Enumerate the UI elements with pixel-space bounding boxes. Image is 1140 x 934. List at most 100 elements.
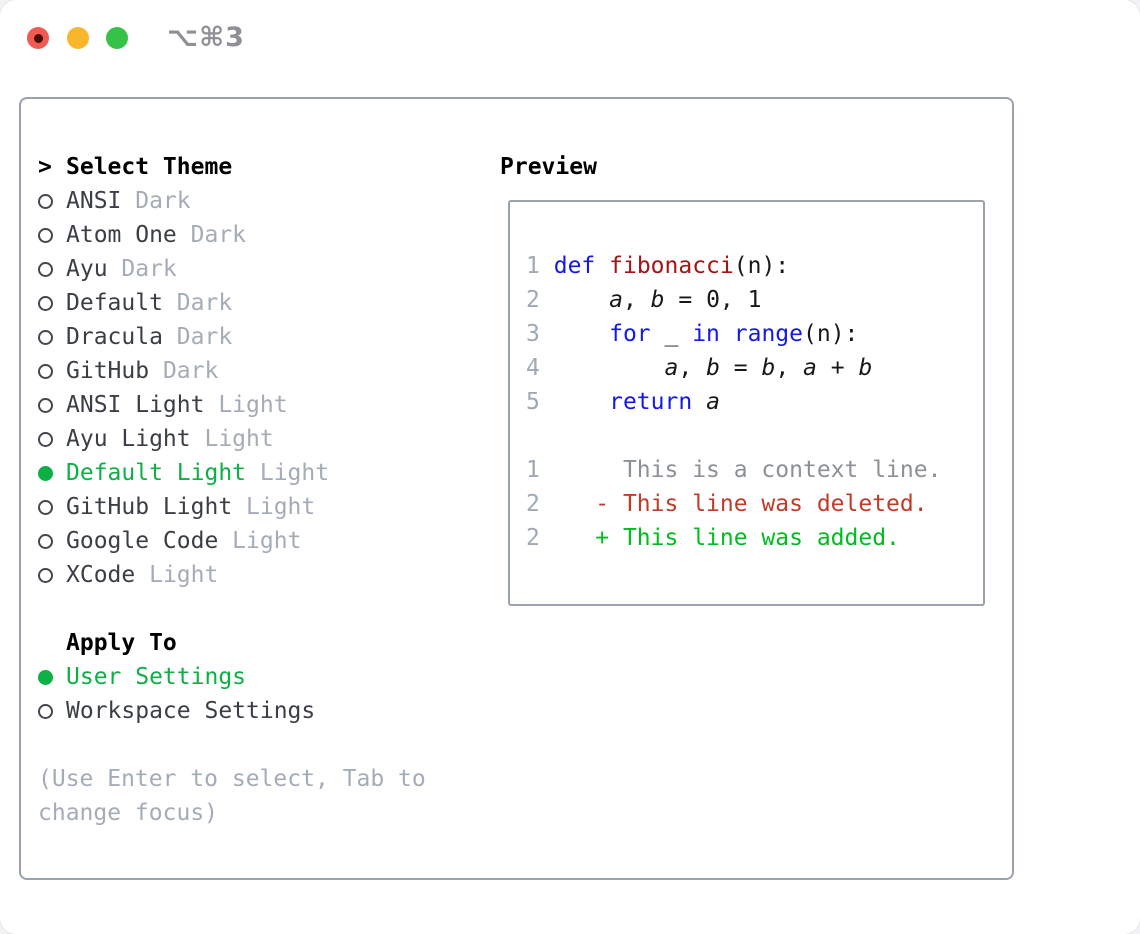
radio-icon xyxy=(38,567,53,583)
keyword-token: range xyxy=(733,321,804,347)
theme-option[interactable]: Google Code Light xyxy=(38,524,478,558)
code-line: 2 a, b = 0, 1 xyxy=(526,283,983,317)
theme-variant: Dark xyxy=(121,188,191,214)
theme-option[interactable]: XCode Light xyxy=(38,558,478,592)
theme-variant: Light xyxy=(232,494,316,520)
line-number: 3 xyxy=(526,321,540,347)
line-number: 1 xyxy=(526,253,540,279)
theme-option[interactable]: Atom One Dark xyxy=(38,218,478,252)
apply-to-header: Apply To xyxy=(38,626,478,660)
code-token: (n): xyxy=(803,321,859,347)
minimize-button[interactable] xyxy=(67,27,89,49)
theme-option[interactable]: Ayu Light Light xyxy=(38,422,478,456)
theme-option[interactable]: GitHub Dark xyxy=(38,354,478,388)
theme-option[interactable]: ANSI Dark xyxy=(38,184,478,218)
variable-token: a xyxy=(609,287,623,313)
code-line: 5 return a xyxy=(526,385,983,419)
apply-to-label: User Settings xyxy=(66,664,247,690)
theme-option[interactable]: Ayu Dark xyxy=(38,252,478,286)
select-theme-header: > Select Theme xyxy=(38,150,478,184)
keyword-token: def xyxy=(553,253,596,279)
code-token: (n): xyxy=(733,253,790,279)
code-token: = 0, 1 xyxy=(664,287,762,313)
theme-name: Default xyxy=(66,290,163,316)
theme-name: Default Light xyxy=(66,460,247,486)
spacer xyxy=(38,592,478,626)
variable-token: a xyxy=(803,355,817,381)
apply-to-option[interactable]: Workspace Settings xyxy=(38,694,478,728)
variable-token: a xyxy=(664,355,679,381)
theme-variant: Dark xyxy=(176,222,247,248)
code-token: , xyxy=(622,287,651,313)
theme-name: Ayu Light xyxy=(66,426,191,452)
radio-icon xyxy=(38,227,53,243)
theme-variant: Dark xyxy=(149,358,219,384)
window-title: ⌥⌘3 xyxy=(167,22,245,53)
blank-line xyxy=(526,419,983,453)
theme-variant: Light xyxy=(135,562,219,588)
apply-to-option[interactable]: User Settings xyxy=(38,660,478,694)
code-token xyxy=(554,355,665,381)
diff-deleted-text: - This line was deleted. xyxy=(553,491,928,517)
code-token: + xyxy=(816,355,859,381)
theme-name: ANSI Light xyxy=(66,392,205,418)
keyword-token: return xyxy=(609,389,693,415)
code-token: = xyxy=(719,355,762,381)
line-number: 2 xyxy=(526,287,540,313)
keyword-token: in xyxy=(692,321,720,347)
variable-token: b xyxy=(650,287,665,313)
theme-option[interactable]: Default Dark xyxy=(38,286,478,320)
caret-icon: > xyxy=(38,154,52,180)
diff-context-text: This is a context line. xyxy=(553,457,942,483)
code-token: _ xyxy=(650,321,693,347)
code-line: 3 for _ in range(n): xyxy=(526,317,983,351)
radio-icon xyxy=(38,533,53,549)
variable-token: a xyxy=(706,389,720,415)
theme-variant: Light xyxy=(218,528,302,554)
keyword-token: for xyxy=(609,321,651,347)
theme-variant: Dark xyxy=(162,290,233,316)
radio-icon xyxy=(38,397,53,413)
code-line: 1 def fibonacci(n): xyxy=(526,249,983,283)
radio-icon xyxy=(38,193,53,209)
line-number: 4 xyxy=(526,355,540,381)
theme-variant: Light xyxy=(204,392,288,418)
hint-text: (Use Enter to select, Tab to change focu… xyxy=(38,766,426,826)
preview-title: Preview xyxy=(500,154,597,180)
zoom-button[interactable] xyxy=(106,27,128,49)
theme-option[interactable]: ANSI Light Light xyxy=(38,388,478,422)
theme-name: GitHub Light xyxy=(66,494,233,520)
theme-option[interactable]: Default Light Light xyxy=(38,456,478,490)
line-number: 5 xyxy=(526,389,540,415)
theme-option[interactable]: GitHub Light Light xyxy=(38,490,478,524)
code-token: , xyxy=(678,355,707,381)
close-button[interactable] xyxy=(27,27,49,49)
code-token xyxy=(720,321,734,347)
theme-option[interactable]: Dracula Dark xyxy=(38,320,478,354)
theme-name: ANSI xyxy=(66,188,122,214)
diff-line-added: 2 + This line was added. xyxy=(526,521,983,555)
theme-variant: Dark xyxy=(162,324,233,350)
code-token xyxy=(554,321,609,347)
theme-variant: Light xyxy=(246,460,330,486)
variable-token: b xyxy=(761,355,776,381)
spacer xyxy=(38,728,478,762)
radio-icon xyxy=(38,295,53,311)
close-dot-icon xyxy=(33,33,43,43)
radio-icon xyxy=(38,703,53,719)
line-number: 2 xyxy=(526,491,540,517)
diff-line-context: 1 This is a context line. xyxy=(526,453,983,487)
apply-to-label: Workspace Settings xyxy=(66,698,316,724)
function-token: fibonacci xyxy=(609,253,734,279)
theme-name: Ayu xyxy=(66,256,108,282)
radio-icon xyxy=(38,499,53,515)
radio-icon xyxy=(38,363,53,379)
radio-icon xyxy=(38,261,53,277)
code-token xyxy=(554,287,609,313)
radio-icon xyxy=(38,431,53,447)
